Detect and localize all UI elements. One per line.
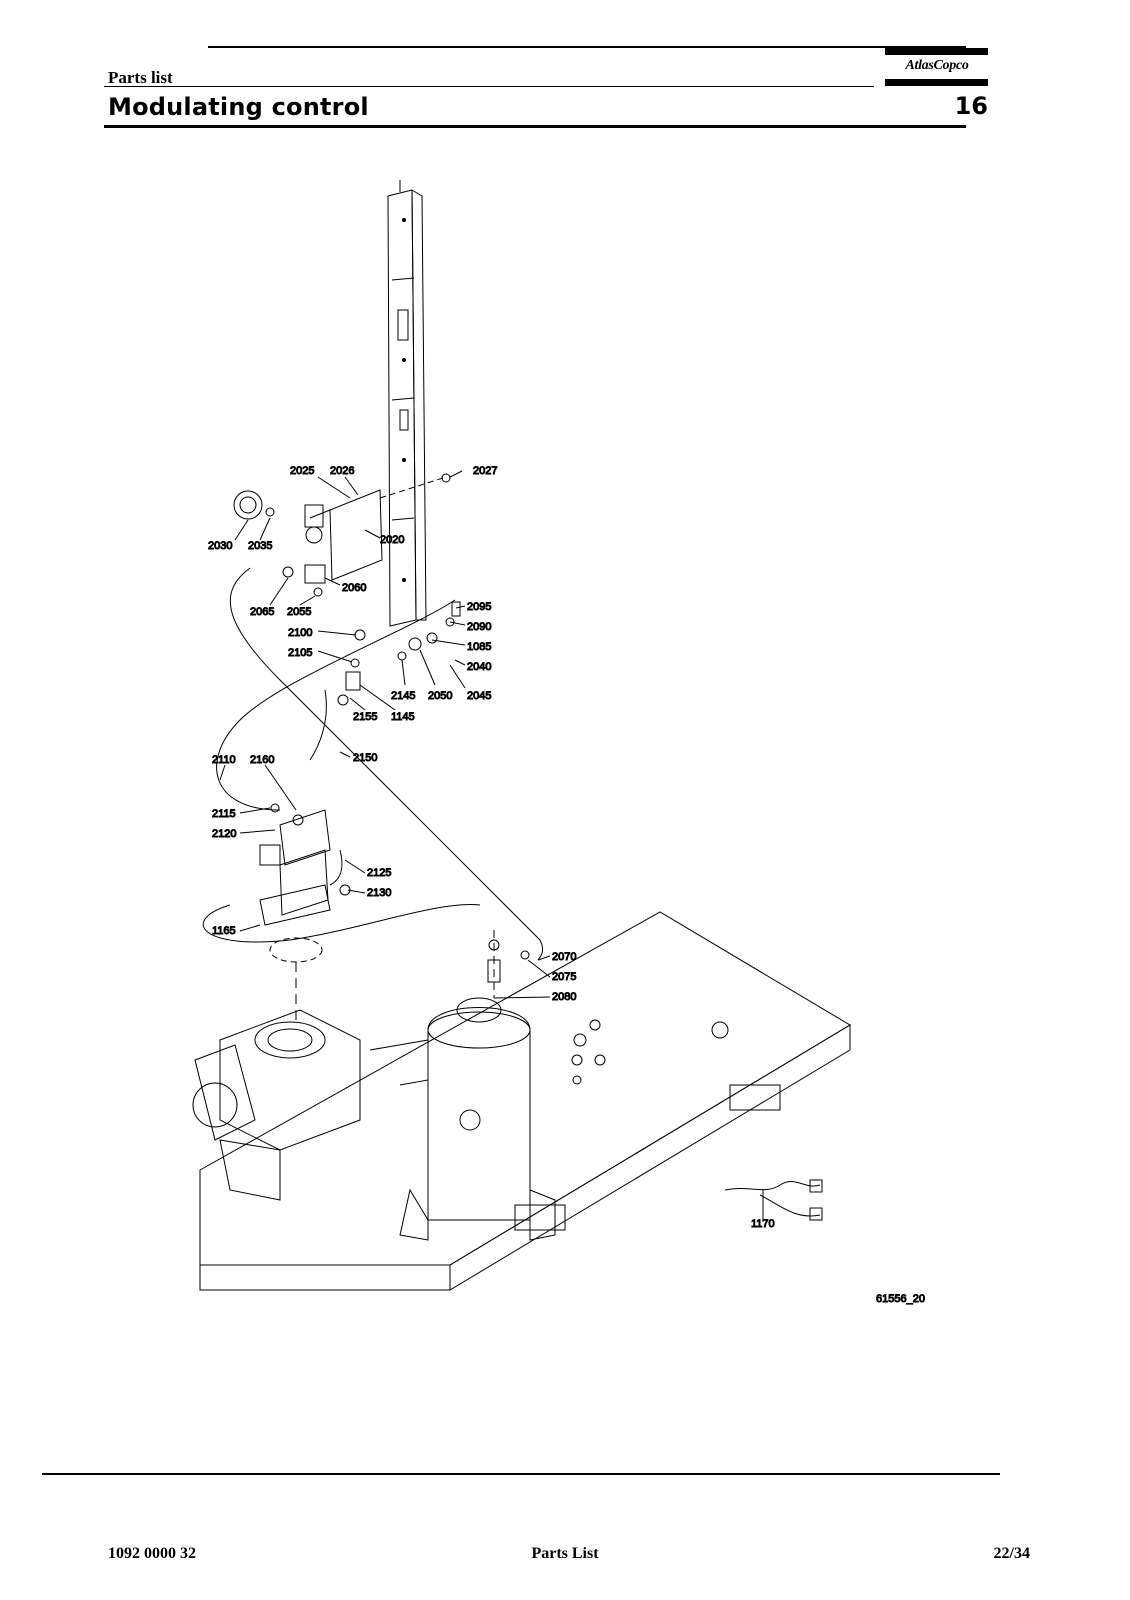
cable-harness bbox=[724, 1179, 823, 1221]
callout-2095: 2095 bbox=[467, 601, 491, 613]
callout-2045: 2045 bbox=[467, 690, 491, 702]
callout-2160: 2160 bbox=[250, 754, 274, 766]
callout-2020: 2020 bbox=[380, 534, 404, 546]
callout-2050: 2050 bbox=[428, 690, 452, 702]
header-section-label: Parts list bbox=[108, 68, 173, 87]
modulating-valve-block bbox=[259, 803, 351, 1020]
figure-id: 61556_20 bbox=[876, 1293, 925, 1305]
callout-2110: 2110 bbox=[212, 754, 236, 766]
callout-1085: 1085 bbox=[467, 641, 491, 653]
callout-2040: 2040 bbox=[467, 661, 491, 673]
callout-2065: 2065 bbox=[250, 606, 274, 618]
valve-group-right bbox=[337, 601, 461, 706]
callout-2055: 2055 bbox=[287, 606, 311, 618]
footer-page-number: 22/34 bbox=[993, 1545, 1030, 1562]
callout-2155: 2155 bbox=[353, 711, 377, 723]
callout-2125: 2125 bbox=[367, 867, 391, 879]
callout-2035: 2035 bbox=[248, 540, 272, 552]
callout-2100: 2100 bbox=[288, 627, 312, 639]
oil-separator-vessel bbox=[369, 930, 556, 1241]
footer-rule bbox=[42, 1473, 1000, 1475]
bracket-assembly bbox=[233, 473, 451, 597]
callout-2145: 2145 bbox=[391, 690, 415, 702]
leader-lines bbox=[219, 470, 764, 1222]
logo-text: AtlasCopco bbox=[905, 58, 969, 73]
header-mid-rule bbox=[104, 86, 874, 87]
callout-2030: 2030 bbox=[208, 540, 232, 552]
callout-2150: 2150 bbox=[353, 752, 377, 764]
callout-2120: 2120 bbox=[212, 828, 236, 840]
callout-1145: 1145 bbox=[391, 711, 415, 723]
chapter-number: 16 bbox=[954, 92, 988, 120]
callout-2075: 2075 bbox=[552, 971, 576, 983]
callout-2026: 2026 bbox=[330, 465, 354, 477]
header-top-rule bbox=[208, 46, 966, 48]
base-frame bbox=[199, 911, 851, 1291]
callout-2115: 2115 bbox=[212, 808, 236, 820]
callout-2130: 2130 bbox=[367, 887, 391, 899]
callout-1165: 1165 bbox=[212, 925, 236, 937]
callout-2027: 2027 bbox=[473, 465, 497, 477]
exploded-parts-drawing: 2025 2026 2027 2030 2035 2020 2060 2065 … bbox=[160, 160, 980, 1350]
footer-title: Parts List bbox=[531, 1545, 599, 1562]
compressor-element bbox=[192, 1009, 361, 1201]
callout-2060: 2060 bbox=[342, 582, 366, 594]
callout-2105: 2105 bbox=[288, 647, 312, 659]
atlas-copco-logo: AtlasCopco bbox=[885, 48, 988, 88]
mast-assembly bbox=[387, 180, 427, 627]
callout-2025: 2025 bbox=[290, 465, 314, 477]
callout-2080: 2080 bbox=[552, 991, 576, 1003]
callout-2090: 2090 bbox=[467, 621, 491, 633]
footer-doc-number: 1092 0000 32 bbox=[108, 1545, 196, 1562]
page-title: Modulating control bbox=[108, 93, 369, 121]
callout-1170: 1170 bbox=[751, 1218, 775, 1230]
header-bottom-rule bbox=[104, 125, 966, 128]
callout-2070: 2070 bbox=[552, 951, 576, 963]
hoses bbox=[202, 567, 544, 961]
